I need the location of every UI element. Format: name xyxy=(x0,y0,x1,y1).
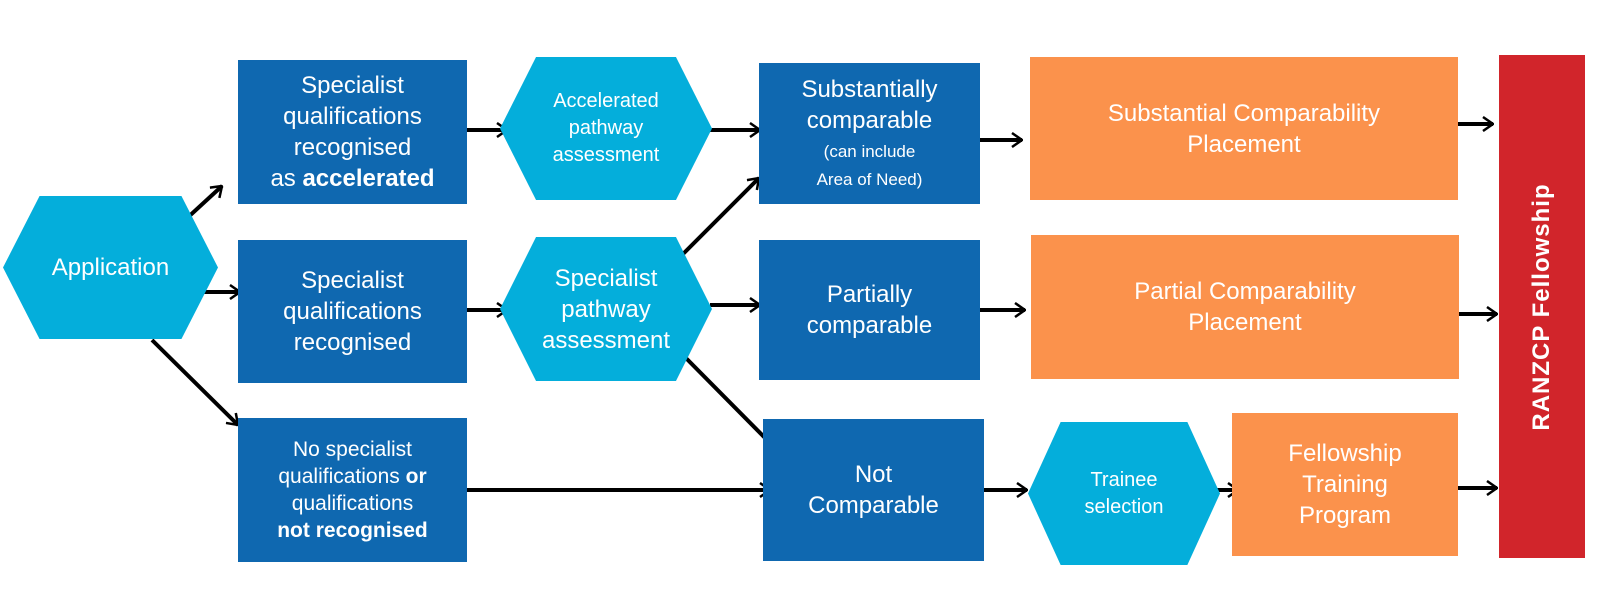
substantially-comparable-line3: (can include xyxy=(823,142,916,161)
accelerated-recognised-line1: Specialist xyxy=(301,72,404,99)
accelerated-recognised-node: Specialist qualifications recognised as … xyxy=(238,60,467,204)
application-node: Application xyxy=(3,196,218,339)
not-comparable-line1: Not xyxy=(854,461,893,488)
not-recognised-node: No specialist qualifications or qualific… xyxy=(238,418,467,562)
partial-placement-line1: Partial Comparability xyxy=(1134,278,1356,305)
specialist-assessment-node: Specialist pathway assessment xyxy=(500,237,712,381)
not-recognised-line2-prefix: qualifications xyxy=(278,465,406,488)
substantially-comparable-node: Substantially comparable (can include Ar… xyxy=(759,63,980,204)
substantial-placement-line1: Substantial Comparability xyxy=(1107,99,1381,127)
specialist-assessment-line3: assessment xyxy=(541,326,671,354)
not-comparable-line2: Comparable xyxy=(808,492,939,519)
accelerated-recognised-prefix: as xyxy=(270,165,303,192)
specialist-recognised-line1: Specialist xyxy=(301,267,404,294)
arrow-application-to-accelerated xyxy=(183,186,222,222)
specialist-assessment-line1: Specialist xyxy=(554,264,658,292)
fellowship-node: RANZCP Fellowship xyxy=(1499,55,1585,558)
partially-comparable-node: Partially comparable xyxy=(759,240,980,380)
not-comparable-node: Not Comparable xyxy=(763,419,984,561)
substantially-comparable-line2: comparable xyxy=(806,107,933,134)
accelerated-recognised-line2: qualifications xyxy=(283,103,422,130)
accelerated-recognised-line4: as accelerated xyxy=(270,163,434,194)
accelerated-assessment-line2: pathway xyxy=(568,117,644,139)
accelerated-assessment-line1: Accelerated xyxy=(553,90,659,112)
partial-placement-node: Partial Comparability Placement xyxy=(1031,235,1459,379)
trainee-selection-node: Trainee selection xyxy=(1028,422,1220,565)
accelerated-recognised-line3: recognised xyxy=(293,134,412,161)
substantially-comparable-line4: Area of Need) xyxy=(816,170,923,189)
fellowship-label: RANZCP Fellowship xyxy=(1528,182,1555,431)
trainee-selection-line1: Trainee xyxy=(1090,468,1158,491)
accelerated-recognised-bold: accelerated xyxy=(302,165,435,192)
specialist-recognised-node: Specialist qualifications recognised xyxy=(238,240,467,383)
not-recognised-line2: qualifications or xyxy=(278,463,426,490)
not-recognised-line2-bold: or xyxy=(405,465,427,488)
not-recognised-line4: not recognised xyxy=(277,519,428,542)
partially-comparable-line2: comparable xyxy=(806,312,933,339)
substantial-placement-node: Substantial Comparability Placement xyxy=(1030,57,1458,200)
specialist-assessment-line2: pathway xyxy=(561,295,651,323)
substantial-placement-line2: Placement xyxy=(1187,130,1301,158)
fellowship-training-line2: Training xyxy=(1302,471,1388,498)
arrow-specialist-assessment-to-substantial xyxy=(673,178,759,264)
specialist-recognised-line2: qualifications xyxy=(283,298,422,325)
fellowship-training-line3: Program xyxy=(1298,502,1392,529)
arrow-specialist-assessment-to-not-comparable xyxy=(673,345,777,450)
substantially-comparable-line1: Substantially xyxy=(801,76,938,103)
specialist-recognised-line3: recognised xyxy=(293,329,412,356)
not-recognised-line3: qualifications xyxy=(291,492,414,515)
fellowship-training-line1: Fellowship xyxy=(1288,440,1402,467)
partial-placement-line2: Placement xyxy=(1188,309,1302,336)
arrow-application-to-not-recognised xyxy=(150,338,238,425)
application-label: Application xyxy=(51,254,170,281)
accelerated-assessment-node: Accelerated pathway assessment xyxy=(500,57,712,200)
partially-comparable-line1: Partially xyxy=(826,281,913,308)
accelerated-assessment-line3: assessment xyxy=(552,144,660,166)
trainee-selection-line2: selection xyxy=(1084,495,1164,518)
not-recognised-line1: No specialist xyxy=(292,438,413,461)
fellowship-training-node: Fellowship Training Program xyxy=(1232,413,1458,556)
